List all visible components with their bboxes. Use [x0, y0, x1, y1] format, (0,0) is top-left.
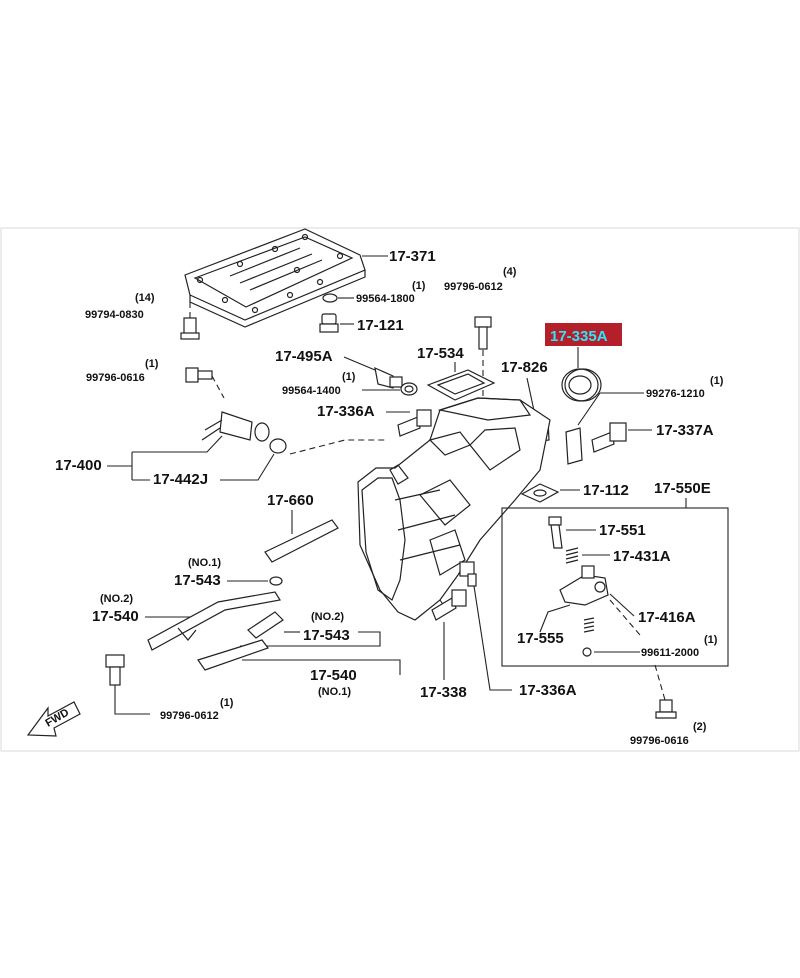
part-label-17-555: 17-555	[517, 630, 564, 647]
qty-17-540-no1: (NO.1)	[318, 686, 351, 698]
bolt-17-336A-lower-part	[459, 561, 477, 587]
qty-99564-1800: (1)	[412, 280, 426, 292]
bolt-17-338-part	[431, 589, 467, 621]
part-label-17-442J: 17-442J	[153, 471, 208, 488]
bolt-99796-0616-bottom-part	[655, 699, 677, 719]
assembly-box-17-550E	[501, 507, 729, 667]
transmission-case-part	[357, 397, 551, 621]
part-label-17-416A: 17-416A	[638, 609, 696, 626]
qty-17-543-no2: (NO.2)	[311, 611, 344, 623]
part-label-17-400: 17-400	[55, 457, 102, 474]
qty-99796-0612-top: (4)	[503, 266, 517, 278]
part-label-99276-1210: 99276-1210	[646, 388, 705, 400]
bolt-99796-0612-top-part	[474, 316, 492, 400]
bolt-17-336A-upper-part	[397, 409, 432, 437]
part-label-17-495A: 17-495A	[275, 348, 333, 365]
qty-17-543-no1: (NO.1)	[188, 557, 221, 569]
part-label-99564-1400: 99564-1400	[282, 385, 341, 397]
part-label-17-551: 17-551	[599, 522, 646, 539]
highlight-box-17-335A[interactable]	[545, 323, 622, 346]
rail-17-660-part	[264, 519, 339, 563]
switch-17-495A-part	[374, 366, 403, 389]
part-label-17-540-no2: 17-540	[92, 608, 139, 625]
part-label-17-336A-lower: 17-336A	[519, 682, 577, 699]
part-label-99796-0612-top: 99796-0612	[444, 281, 503, 293]
lever-17-416A-part	[559, 565, 609, 606]
part-label-99794-0830: 99794-0830	[85, 309, 144, 321]
qty-99564-1400: (1)	[342, 371, 356, 383]
clip-99276-part	[565, 427, 583, 465]
part-label-99564-1800: 99564-1800	[356, 293, 415, 305]
part-label-17-543-no1: 17-543	[174, 572, 221, 589]
pad-17-543-no2-part	[247, 611, 284, 639]
part-label-17-431A: 17-431A	[613, 548, 671, 565]
part-label-17-112: 17-112	[583, 482, 629, 499]
qty-99796-0616-bottom: (2)	[693, 721, 707, 733]
part-label-17-543-no2: 17-543	[303, 627, 350, 644]
qty-17-540-no2: (NO.2)	[100, 593, 133, 605]
part-label-17-336A-upper: 17-336A	[317, 403, 375, 420]
part-label-17-660: 17-660	[267, 492, 314, 509]
part-label-99796-0616-bottom: 99796-0616	[630, 735, 689, 747]
diagram-frame	[0, 227, 800, 752]
qty-99796-0616-left: (1)	[145, 358, 159, 370]
fork-17-540-no1-part	[197, 639, 269, 671]
gasket-17-112-part	[520, 483, 560, 503]
fwd-arrow-icon: FWD	[26, 701, 81, 737]
pin-17-551-part	[548, 516, 563, 549]
part-label-17-540-no1: 17-540	[310, 667, 357, 684]
qty-99794: (14)	[135, 292, 155, 304]
part-label-17-337A: 17-337A	[656, 422, 714, 439]
bolt-17-337A-part	[591, 422, 627, 453]
spring-17-431A-part	[565, 547, 579, 564]
pad-17-543-no1-part	[269, 576, 283, 586]
spring-ball-99611-part	[582, 617, 595, 657]
part-label-17-534: 17-534	[417, 345, 464, 362]
fork-17-540-no2-part	[147, 591, 281, 651]
part-label-17-338: 17-338	[420, 684, 467, 701]
washer-99564-1800-part	[322, 293, 338, 303]
part-label-17-335A[interactable]: 17-335A	[550, 328, 608, 345]
cover-plate-part	[184, 228, 366, 328]
part-label-99796-0616-left: 99796-0616	[86, 372, 145, 384]
part-label-17-371: 17-371	[389, 248, 436, 265]
bolt-99794-part	[180, 302, 200, 340]
part-label-99796-0612-bottom: 99796-0612	[160, 710, 219, 722]
qty-99796-0612-bottom: (1)	[220, 697, 234, 709]
part-label-99611-2000: 99611-2000	[641, 647, 699, 659]
part-label-17-826: 17-826	[501, 359, 548, 376]
gasket-17-534-part	[426, 369, 496, 401]
qty-99276-1210: (1)	[710, 375, 724, 387]
plug-17-121-part	[319, 313, 339, 333]
washer-99564-1400-part	[400, 382, 418, 396]
part-label-17-550E: 17-550E	[654, 480, 711, 497]
sensor-17-400-part	[201, 411, 287, 454]
bolt-99796-0612-bottom-part	[105, 654, 125, 686]
qty-99611-2000: (1)	[704, 634, 718, 646]
part-label-17-121: 17-121	[357, 317, 404, 334]
oil-seal-17-335A-part	[561, 368, 602, 402]
bolt-99796-0616-left-part	[185, 367, 225, 399]
